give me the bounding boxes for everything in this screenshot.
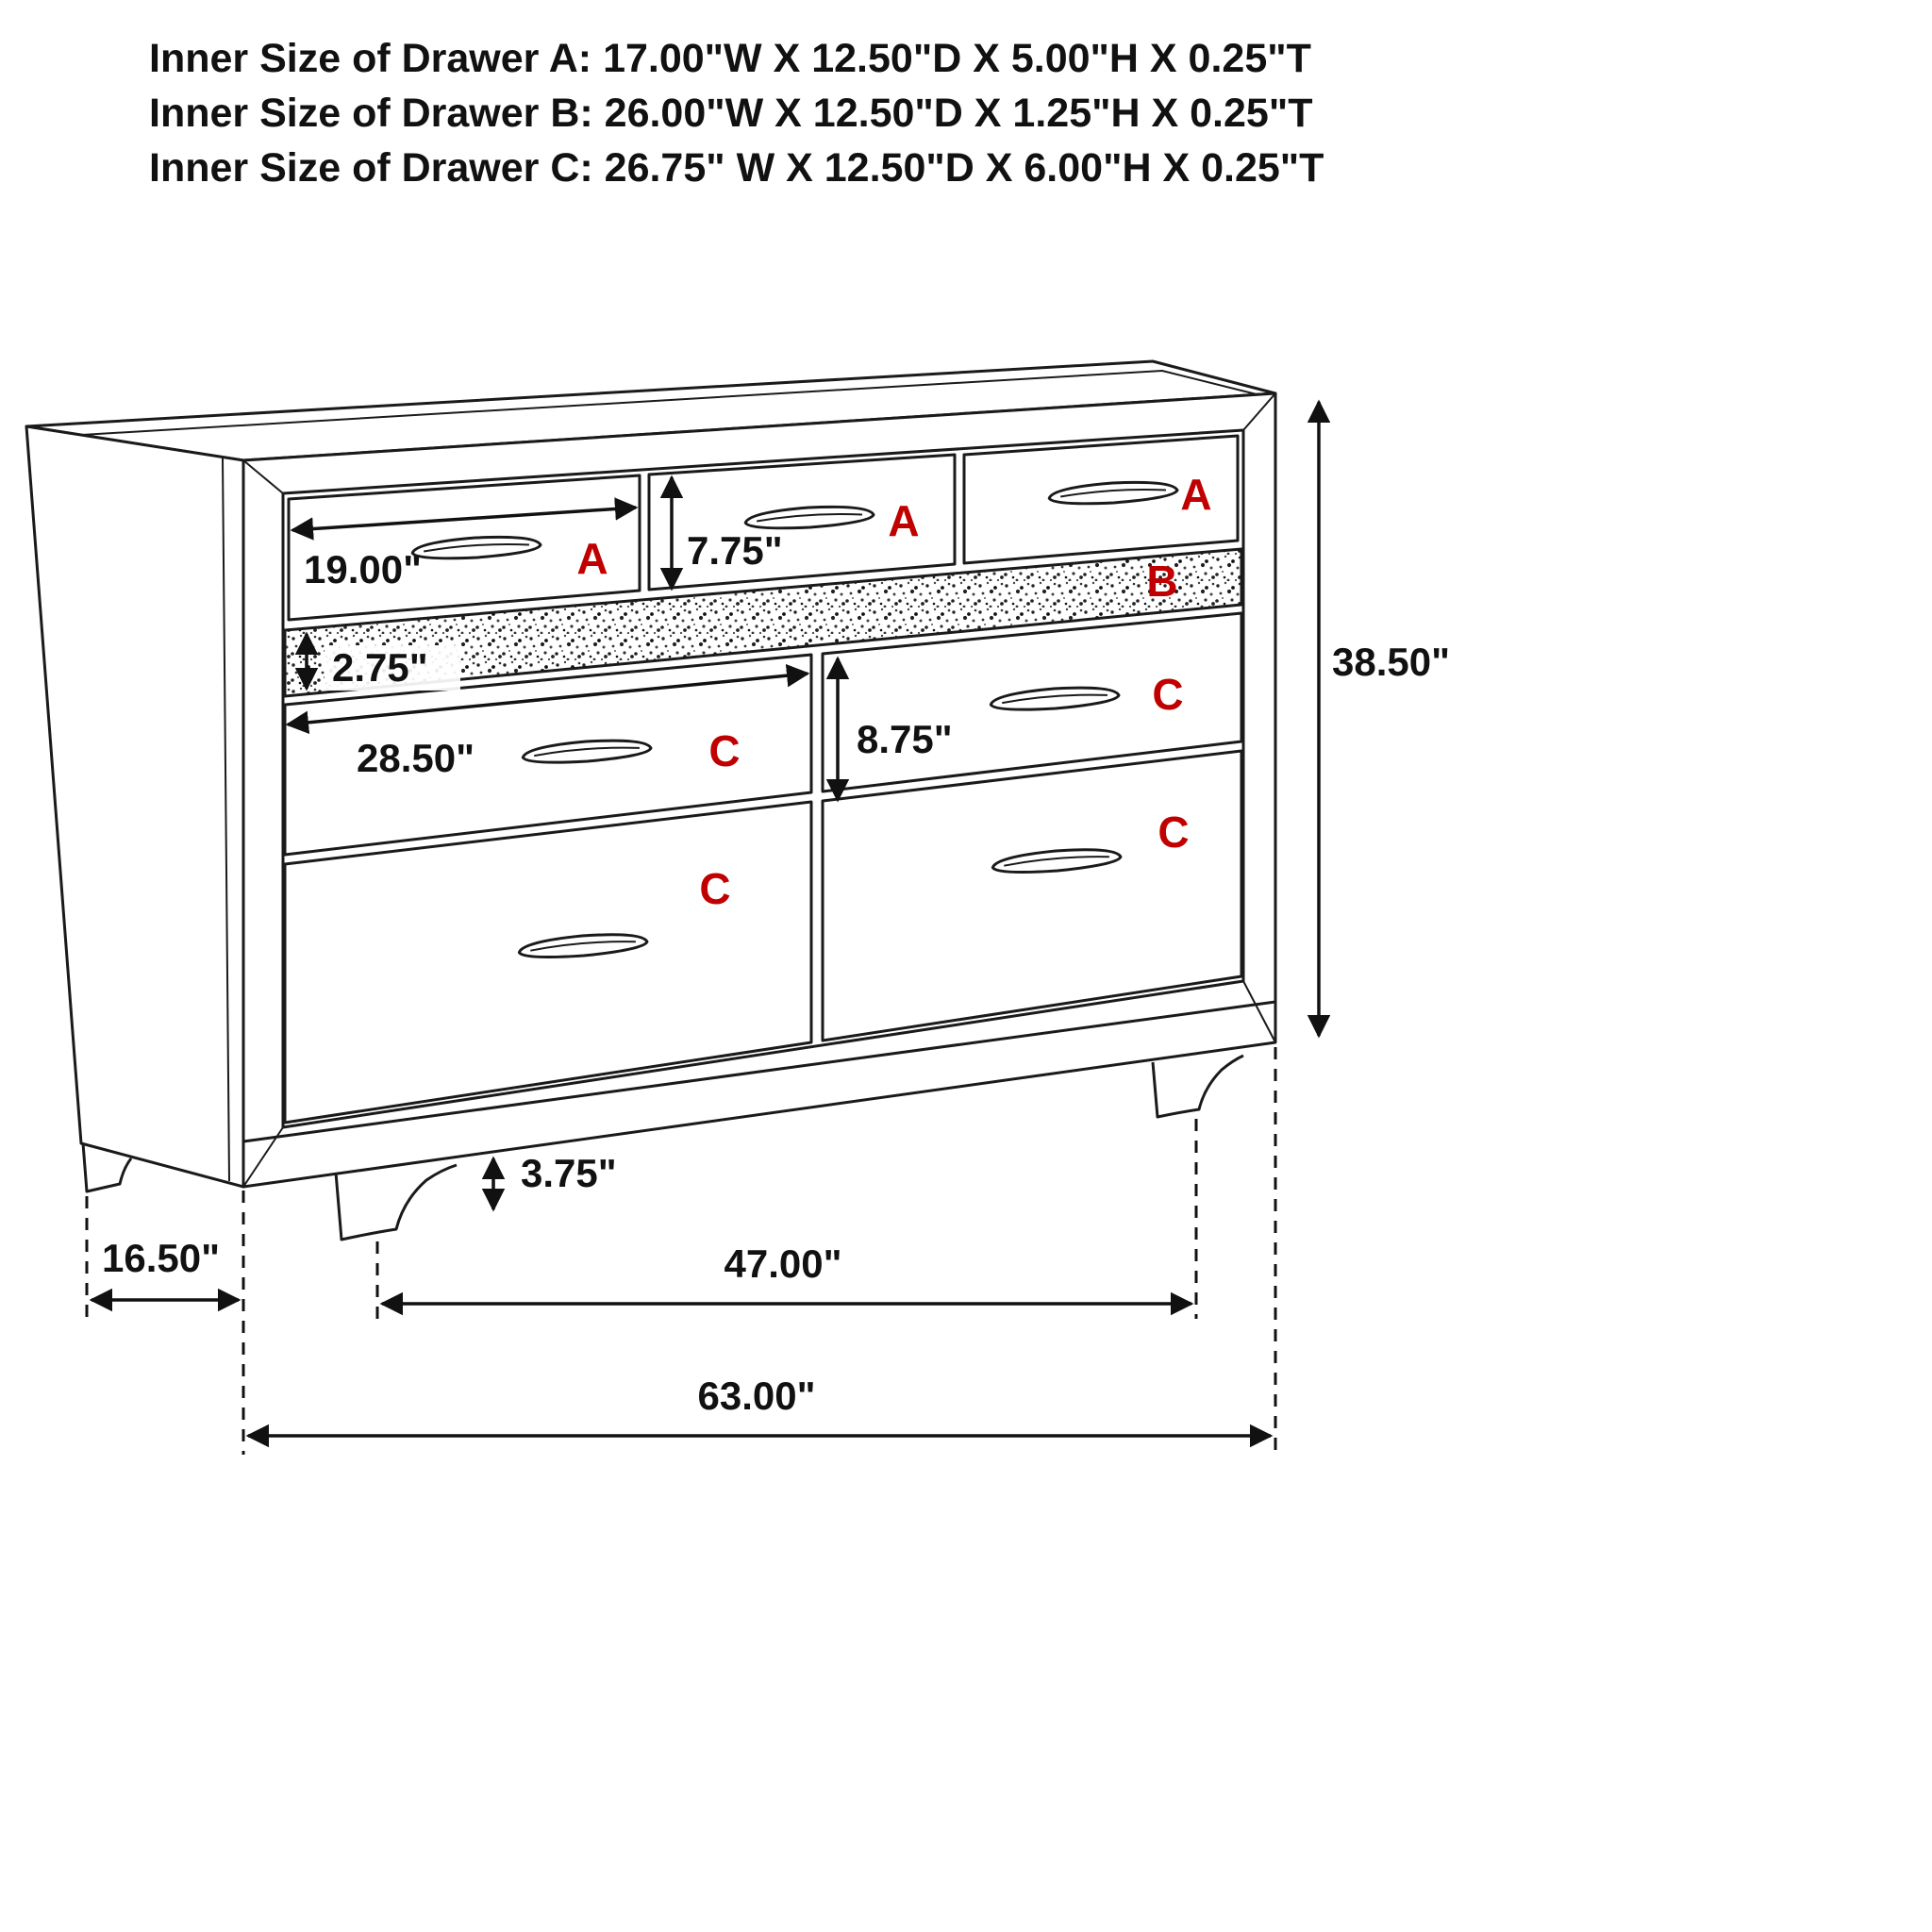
drawer-a3-label: A — [1180, 470, 1211, 519]
drawer-a2-label: A — [888, 496, 919, 545]
drawer-letter-labels: A A A B C C C C — [576, 470, 1211, 913]
back-left-foot — [81, 1142, 133, 1193]
drawer-a-width-arrow — [290, 497, 639, 541]
drawer-c-top-left-label: C — [708, 726, 740, 775]
frame-bevel-top-right — [1242, 392, 1276, 431]
cabinet-side-edge-line — [222, 458, 230, 1182]
drawer-c-bottom-left — [283, 800, 813, 1124]
drawer-a-height-value: 7.75" — [687, 528, 783, 573]
overall-depth-value: 16.50" — [102, 1236, 220, 1280]
drawer-c-width-value: 28.50" — [357, 736, 475, 780]
drawer-c-bottom-right — [821, 749, 1243, 1042]
between-legs-width-value: 47.00" — [724, 1241, 841, 1286]
left-front-foot — [334, 1163, 458, 1241]
cabinet-top-ridge — [65, 369, 1269, 437]
drawer-c-top-right-label: C — [1152, 670, 1183, 719]
drawer-b-label: B — [1146, 557, 1177, 606]
spec-header: Inner Size of Drawer A: 17.00"W X 12.50"… — [149, 36, 1324, 191]
base-molding-line — [242, 1000, 1276, 1143]
drawer-b-height-value: 2.75" — [332, 645, 428, 690]
drawer-c-bottom-right-label: C — [1158, 808, 1189, 857]
spec-line-drawer-c: Inner Size of Drawer C: 26.75" W X 12.50… — [149, 145, 1324, 191]
frame-bevel-bottom-right — [1242, 980, 1276, 1043]
foot-height-value: 3.75" — [521, 1151, 617, 1195]
drawer-b-glitter-strip — [283, 547, 1243, 698]
drawer-c-bottom-left-label: C — [699, 864, 730, 913]
drawer-a-width-value: 19.00" — [304, 547, 422, 591]
dimension-annotations: 19.00" 7.75" 2.75" 28.50" 8.75" 38.50" 3… — [89, 399, 1450, 1448]
frame-bevel-top-left — [242, 459, 284, 494]
overall-width-value: 63.00" — [697, 1374, 815, 1418]
drawer-c-width-arrow — [285, 663, 810, 735]
spec-line-drawer-b: Inner Size of Drawer B: 26.00"W X 12.50"… — [149, 91, 1312, 136]
drawer-c-height-value: 8.75" — [857, 717, 953, 761]
right-front-foot — [1151, 1054, 1244, 1119]
extension-lines — [85, 1047, 1277, 1455]
overall-height-value: 38.50" — [1332, 640, 1450, 684]
drawer-a1-label: A — [576, 534, 608, 583]
spec-line-drawer-a: Inner Size of Drawer A: 17.00"W X 12.50"… — [149, 36, 1311, 81]
